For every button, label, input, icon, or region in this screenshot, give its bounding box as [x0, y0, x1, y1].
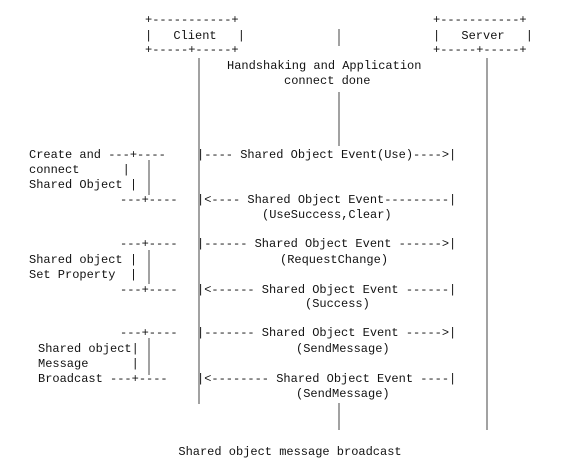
client-box-bottom: +-----+-----+ [145, 43, 239, 57]
broadcast-note-open: ---+---- [120, 326, 178, 340]
handshake-note-line2: connect done [284, 74, 371, 88]
message-success: |<------ Shared Object Event ------| [197, 283, 457, 297]
broadcast-note-line2: Message | [38, 357, 139, 371]
handshake-note-line1: Handshaking and Application [227, 59, 422, 73]
setprop-note-line1: Shared object | [29, 253, 138, 267]
message-use-success: |<---- Shared Object Event---------| [197, 193, 457, 207]
server-box-label: | Server | [433, 29, 534, 43]
client-box-label: | Client | [145, 29, 246, 43]
message-broadcast-param: (SendMessage) [296, 387, 390, 401]
message-request-change: |------ Shared Object Event ------>| [197, 237, 457, 251]
diagram-caption: Shared object message broadcast [178, 445, 402, 459]
create-note-line3: Shared Object | [29, 178, 138, 192]
create-note-line1: Create and ---+---- [29, 148, 166, 162]
create-note-close: ---+---- [120, 193, 178, 207]
create-note-line2: connect | [29, 163, 130, 177]
client-box-top: +-----------+ [145, 13, 239, 27]
setprop-note-close: ---+---- [120, 283, 178, 297]
message-broadcast: |<-------- Shared Object Event ----| [197, 372, 457, 386]
server-box-bottom: +-----+-----+ [433, 43, 527, 57]
setprop-note-open: ---+---- [120, 237, 178, 251]
message-use: |---- Shared Object Event(Use)---->| [197, 148, 457, 162]
message-request-change-param: (RequestChange) [280, 253, 389, 267]
message-send: |------- Shared Object Event ----->| [197, 326, 457, 340]
broadcast-note-line3: Broadcast ---+---- [38, 372, 168, 386]
server-box-top: +-----------+ [433, 13, 527, 27]
message-success-param: (Success) [305, 297, 370, 311]
message-send-param: (SendMessage) [296, 342, 390, 356]
broadcast-note-line1: Shared object| [38, 342, 139, 356]
message-use-success-param: (UseSuccess,Clear) [262, 208, 392, 222]
setprop-note-line2: Set Property | [29, 268, 138, 282]
